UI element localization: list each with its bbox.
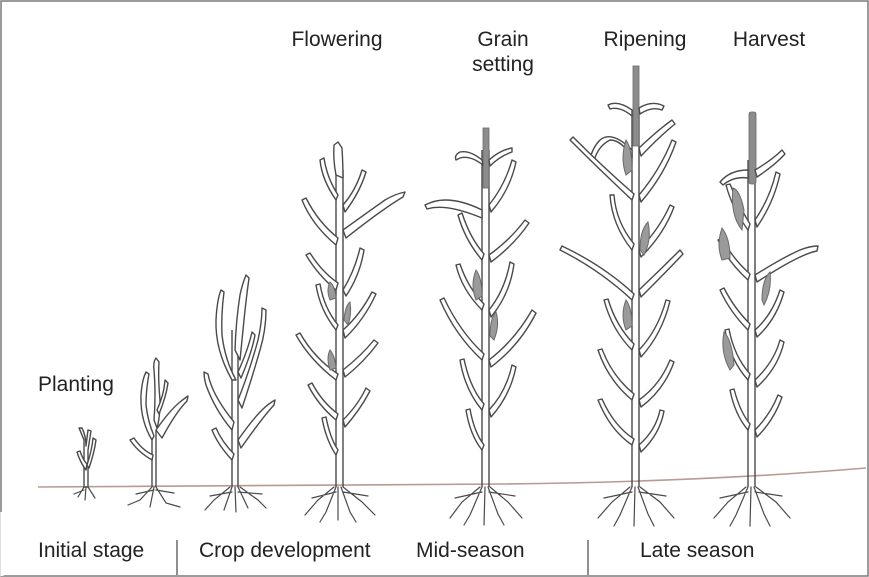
plant-flowering [296, 142, 405, 522]
plant-grain-setting [425, 128, 536, 525]
plant-ripening [560, 66, 683, 526]
plant-developing [204, 275, 275, 512]
plant-seedling [74, 428, 96, 500]
plant-harvest [714, 112, 818, 526]
ground-line [38, 468, 866, 487]
plant-young [128, 358, 188, 507]
